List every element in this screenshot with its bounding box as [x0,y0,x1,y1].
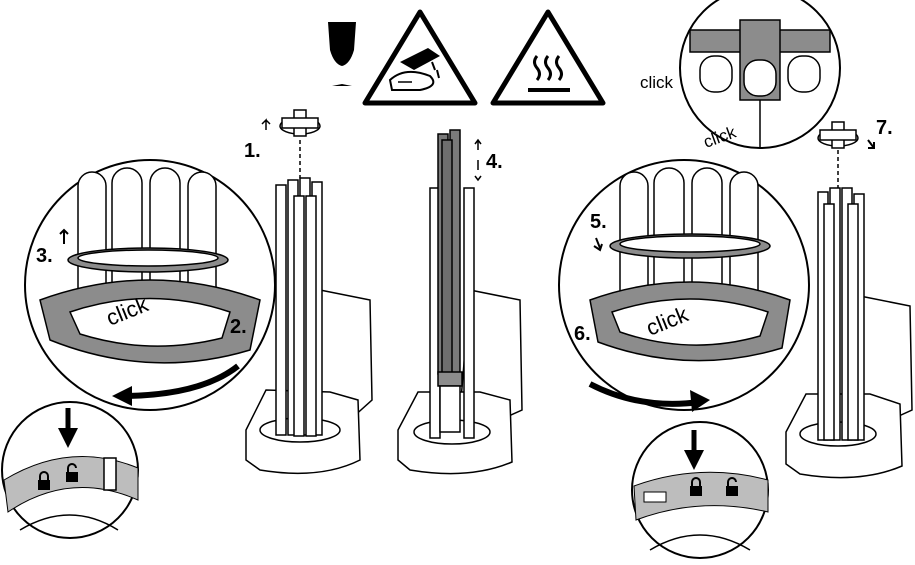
lock-open-icon [726,477,738,496]
left-lock-detail [1,401,139,539]
hot-surface-icon [490,9,606,106]
fragile-glass-icon [328,22,356,86]
right-zoom-circle [558,159,810,412]
cross-cap-top [261,109,321,137]
right-lock-detail [631,421,769,559]
step-2-label: 2. [230,316,247,338]
lock-closed-icon [690,477,702,496]
cross-cap-right [817,121,859,149]
middle-device [397,129,523,475]
right-device [785,150,913,479]
click-label-top-a: click [640,73,674,92]
lock-open-icon [66,463,78,482]
step-5-label: 5. [590,211,607,233]
left-zoom-circle [24,159,276,411]
top-right-zoom-circle [679,0,841,149]
step-6-label: 6. [574,323,591,345]
step-7-label: 7. [876,117,893,139]
step-arrows [59,139,875,252]
step-4-label: 4. [486,151,503,173]
step-3-label: 3. [36,245,53,267]
left-device [245,140,373,475]
corrosive-hazard-icon [362,9,478,106]
lock-closed-icon [38,471,50,490]
step-1-label: 1. [244,140,261,162]
